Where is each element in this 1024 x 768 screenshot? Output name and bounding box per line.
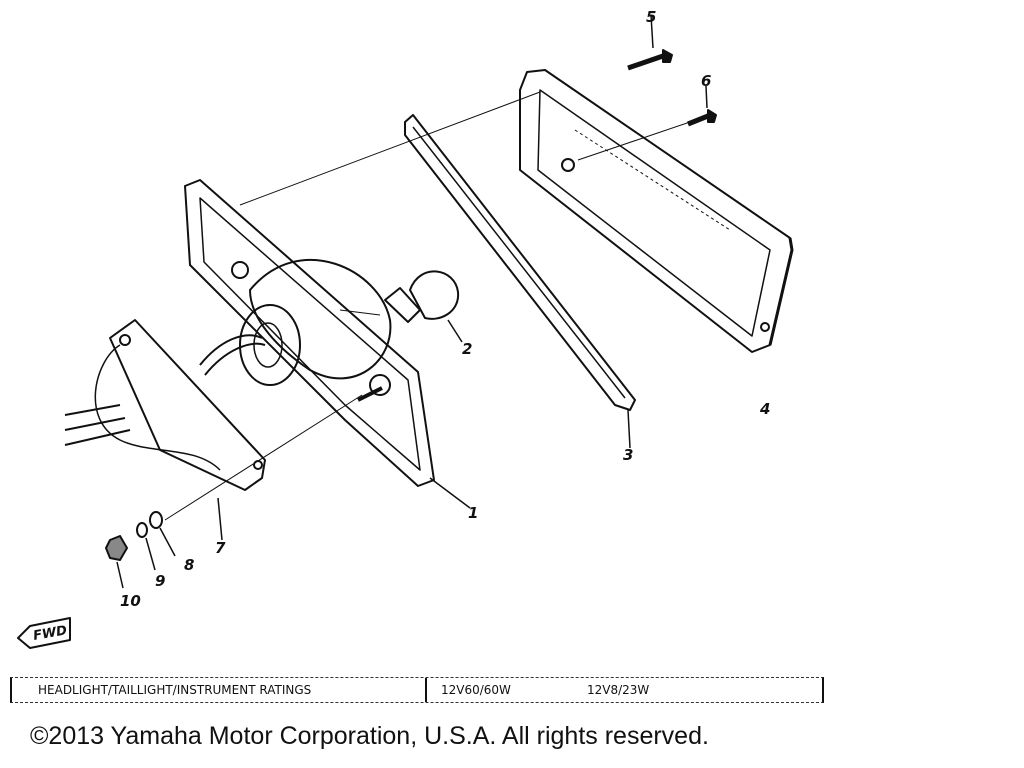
rating-value-2: 12V8/23W [587, 683, 650, 697]
part-6-screw [687, 85, 717, 127]
part-4-lens-housing [519, 69, 794, 353]
part-7-wire-cover [64, 319, 266, 541]
copyright-notice: ©2013 Yamaha Motor Corporation, U.S.A. A… [30, 722, 709, 750]
fwd-label: FWD [32, 623, 68, 644]
assembly-guide-lines [164, 91, 691, 521]
part-2-bulb [384, 270, 463, 343]
part-label-3: 3 [623, 446, 633, 464]
part-label-6: 6 [701, 72, 711, 90]
part-label-10: 10 [120, 592, 141, 610]
ratings-table: HEADLIGHT/TAILLIGHT/INSTRUMENT RATINGS 1… [10, 677, 824, 703]
part-8-washer [149, 511, 176, 557]
part-label-2: 2 [462, 340, 472, 358]
part-label-7: 7 [215, 539, 226, 557]
part-label-9: 9 [155, 572, 165, 590]
part-1-base [184, 179, 471, 509]
part-label-8: 8 [184, 556, 194, 574]
part-label-4: 4 [759, 400, 770, 418]
part-5-screw [627, 14, 673, 71]
rating-value-1: 12V60/60W [441, 683, 511, 697]
part-label-1: 1 [468, 504, 478, 522]
ratings-label: HEADLIGHT/TAILLIGHT/INSTRUMENT RATINGS [12, 678, 427, 702]
part-9-lock-washer [136, 522, 156, 571]
fwd-arrow-icon [17, 617, 71, 649]
part-3-gasket [404, 114, 636, 449]
part-10-nut [105, 535, 128, 589]
part-label-5: 5 [646, 8, 656, 26]
exploded-parts-diagram: 1 2 3 4 5 6 7 8 9 10 FWD [17, 8, 794, 649]
